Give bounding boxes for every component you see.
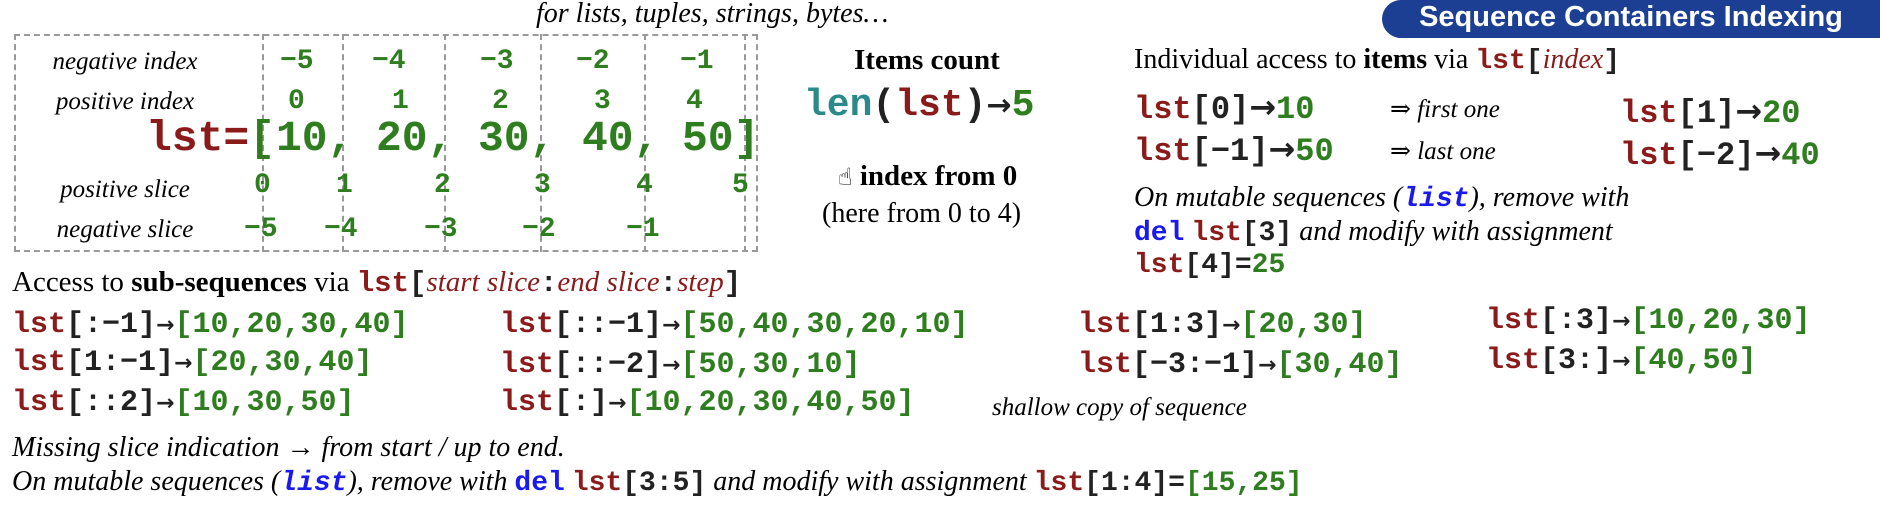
subtitle: for lists, tuples, strings, bytes…	[536, 0, 889, 29]
sub-access-intro: Access to sub-sequences via lst[start sl…	[12, 266, 742, 300]
row-label-positive-index: positive index	[55, 88, 195, 115]
row-label-negative-slice: negative slice	[56, 216, 194, 243]
sub-mutable-note: On mutable sequences (list), remove with…	[12, 466, 1303, 499]
positive-slice-value: 5	[732, 170, 749, 201]
index-divider	[444, 34, 446, 252]
negative-slice-value: −2	[522, 214, 556, 245]
index-box	[14, 34, 758, 252]
positive-slice-value: 0	[254, 170, 271, 201]
positive-index-value: 0	[288, 86, 305, 117]
negative-index-value: −3	[480, 46, 514, 77]
item-mutable-line1: On mutable sequences (list), remove with	[1134, 182, 1630, 215]
index-from-zero-note: ☝ index from 0	[838, 160, 1018, 192]
slice-example: lst[−3:−1]→[30,40]	[1078, 348, 1403, 382]
positive-slice-value: 2	[434, 170, 451, 201]
slice-example: lst[::−2]→[50,30,10]	[500, 348, 861, 382]
title-banner: Sequence Containers Indexing	[1382, 0, 1880, 38]
item-mutable-line2: del lst[3] and modify with assignment	[1134, 216, 1613, 249]
negative-index-value: −2	[576, 46, 610, 77]
item-mutable-assign: lst[4]=25	[1134, 250, 1286, 281]
slice-example: lst[3:]→[40,50]	[1486, 344, 1757, 378]
hand-point-icon: ☝	[838, 163, 853, 191]
list-value: 50]	[682, 114, 760, 163]
shallow-copy-note: shallow copy of sequence	[992, 394, 1247, 421]
negative-slice-value: −5	[244, 214, 278, 245]
positive-index-value: 3	[594, 86, 611, 117]
slice-example: lst[::−1]→[50,40,30,20,10]	[500, 308, 969, 342]
index-divider	[744, 34, 746, 252]
list-name: lst	[146, 114, 224, 163]
item-comment: ⇒ first one	[1390, 96, 1500, 123]
missing-slice-note: Missing slice indication → from start / …	[12, 432, 565, 463]
positive-slice-value: 1	[336, 170, 353, 201]
positive-index-value: 1	[392, 86, 409, 117]
row-label-positive-slice: positive slice	[60, 176, 190, 203]
list-value: 30,	[478, 114, 556, 163]
negative-index-value: −1	[680, 46, 714, 77]
item-comment: ⇒ last one	[1390, 138, 1496, 165]
negative-slice-value: −4	[324, 214, 358, 245]
positive-slice-value: 4	[636, 170, 653, 201]
positive-index-value: 2	[492, 86, 509, 117]
negative-slice-value: −3	[424, 214, 458, 245]
index-range-note: (here from 0 to 4)	[822, 198, 1022, 229]
len-expression: len(lst)→5	[804, 84, 1035, 127]
slice-example: lst[::2]→[10,30,50]	[12, 386, 355, 420]
negative-slice-value: −1	[626, 214, 660, 245]
list-value: 20,	[376, 114, 454, 163]
list-value: 40,	[582, 114, 660, 163]
list-eq: =	[223, 114, 250, 163]
index-divider	[540, 34, 542, 252]
slice-example: lst[1:3]→[20,30]	[1078, 308, 1367, 342]
negative-index-value: −5	[280, 46, 314, 77]
item-example: lst[0]→10	[1134, 88, 1315, 128]
positive-index-value: 4	[686, 86, 703, 117]
item-example: lst[−1]→50	[1134, 130, 1334, 170]
slice-example: lst[:]→[10,20,30,40,50]	[500, 386, 915, 420]
slice-example: lst[:3]→[10,20,30]	[1486, 304, 1811, 338]
list-literal: lst=[	[146, 114, 275, 163]
list-value: 10,	[276, 114, 354, 163]
items-count-heading: Items count	[854, 44, 1000, 76]
index-divider	[262, 34, 264, 252]
row-label-negative-index: negative index	[52, 48, 198, 75]
item-access-intro: Individual access to items via lst[index…	[1134, 44, 1621, 77]
negative-index-value: −4	[372, 46, 406, 77]
index-divider	[644, 34, 646, 252]
slice-example: lst[1:−1]→[20,30,40]	[12, 346, 373, 380]
positive-slice-value: 3	[534, 170, 551, 201]
index-divider	[342, 34, 344, 252]
item-example: lst[1]→20	[1620, 92, 1801, 132]
list-bracket: [	[249, 114, 276, 163]
slice-example: lst[:−1]→[10,20,30,40]	[12, 308, 409, 342]
item-example: lst[−2]→40	[1620, 134, 1820, 174]
